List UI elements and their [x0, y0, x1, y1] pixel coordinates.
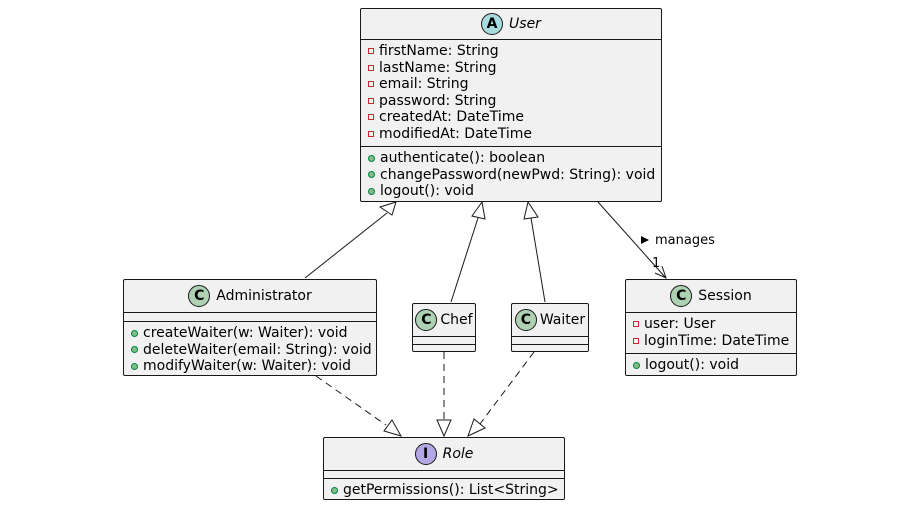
private-visibility-icon: [368, 48, 374, 55]
inheritance-chef-user: [450, 200, 486, 303]
method: createWaiter(w: Waiter): void: [131, 325, 376, 342]
private-visibility-icon: [633, 321, 639, 328]
attribute: loginTime: DateTime: [633, 333, 796, 350]
private-visibility-icon: [633, 337, 639, 344]
attribute: modifiedAt: DateTime: [368, 126, 661, 143]
interface-icon: I: [414, 443, 437, 465]
private-visibility-icon: [368, 64, 374, 71]
method: changePassword(newPwd: String): void: [368, 167, 661, 184]
method: authenticate(): boolean: [368, 150, 661, 167]
class-header: C Administrator: [124, 280, 376, 313]
private-visibility-icon: [368, 81, 374, 88]
class-icon: C: [670, 285, 693, 307]
method: getPermissions(): List<String>: [331, 482, 564, 499]
attributes-section: [413, 337, 475, 345]
attribute: lastName: String: [368, 60, 661, 77]
public-visibility-icon: [368, 171, 375, 179]
class-name: Chef: [440, 312, 473, 328]
realization-waiter-role: [467, 351, 535, 437]
attributes-section: firstName: String lastName: String email…: [361, 40, 661, 147]
class-name: Administrator: [216, 288, 312, 304]
association-user-session: [597, 201, 667, 279]
class-administrator[interactable]: C Administrator createWaiter(w: Waiter):…: [123, 279, 377, 376]
attribute: email: String: [368, 76, 661, 93]
abstract-class-icon: A: [481, 13, 504, 35]
public-visibility-icon: [131, 346, 138, 354]
class-name: User: [509, 16, 541, 32]
class-session[interactable]: C Session user: User loginTime: DateTime…: [625, 279, 797, 376]
methods-section: authenticate(): boolean changePassword(n…: [361, 147, 661, 204]
public-visibility-icon: [131, 329, 138, 337]
method: deleteWaiter(email: String): void: [131, 342, 376, 359]
class-icon: C: [188, 285, 211, 307]
public-visibility-icon: [368, 154, 375, 162]
realization-administrator-role: [315, 375, 403, 437]
class-header: C Session: [626, 280, 796, 313]
method: logout(): void: [633, 357, 796, 374]
class-waiter[interactable]: C Waiter: [511, 303, 589, 352]
class-name: Waiter: [539, 312, 586, 328]
public-visibility-icon: [131, 362, 138, 370]
class-header: A User: [361, 9, 661, 40]
public-visibility-icon: [633, 361, 640, 369]
methods-section: [512, 345, 588, 352]
private-visibility-icon: [368, 130, 374, 137]
association-multiplicity: 1: [652, 256, 661, 271]
class-name: Role: [442, 446, 474, 462]
interface-role[interactable]: I Role getPermissions(): List<String>: [323, 437, 565, 500]
methods-section: [413, 345, 475, 352]
attribute: firstName: String: [368, 43, 661, 60]
inheritance-waiter-user: [523, 200, 546, 303]
method: logout(): void: [368, 183, 661, 200]
class-icon: C: [415, 309, 438, 331]
class-name: Session: [698, 288, 752, 304]
inheritance-administrator-user: [304, 201, 397, 279]
class-header: C Chef: [413, 304, 475, 337]
attributes-section: [324, 471, 564, 479]
attribute: createdAt: DateTime: [368, 109, 661, 126]
attributes-section: [124, 313, 376, 322]
association-label-manages: manages: [655, 233, 715, 248]
private-visibility-icon: [368, 114, 374, 121]
methods-section: logout(): void: [626, 354, 796, 378]
attribute: password: String: [368, 93, 661, 110]
class-header: C Waiter: [512, 304, 588, 337]
public-visibility-icon: [331, 486, 338, 494]
class-chef[interactable]: C Chef: [412, 303, 476, 352]
attributes-section: user: User loginTime: DateTime: [626, 313, 796, 354]
attribute: user: User: [633, 316, 796, 333]
public-visibility-icon: [368, 187, 375, 195]
methods-section: getPermissions(): List<String>: [324, 479, 564, 503]
method: modifyWaiter(w: Waiter): void: [131, 358, 376, 375]
private-visibility-icon: [368, 97, 374, 104]
class-user[interactable]: A User firstName: String lastName: Strin…: [360, 8, 662, 202]
class-icon: C: [514, 309, 537, 331]
class-header: I Role: [324, 438, 564, 471]
realization-chef-role: [436, 352, 452, 438]
attributes-section: [512, 337, 588, 345]
methods-section: createWaiter(w: Waiter): void deleteWait…: [124, 322, 376, 379]
